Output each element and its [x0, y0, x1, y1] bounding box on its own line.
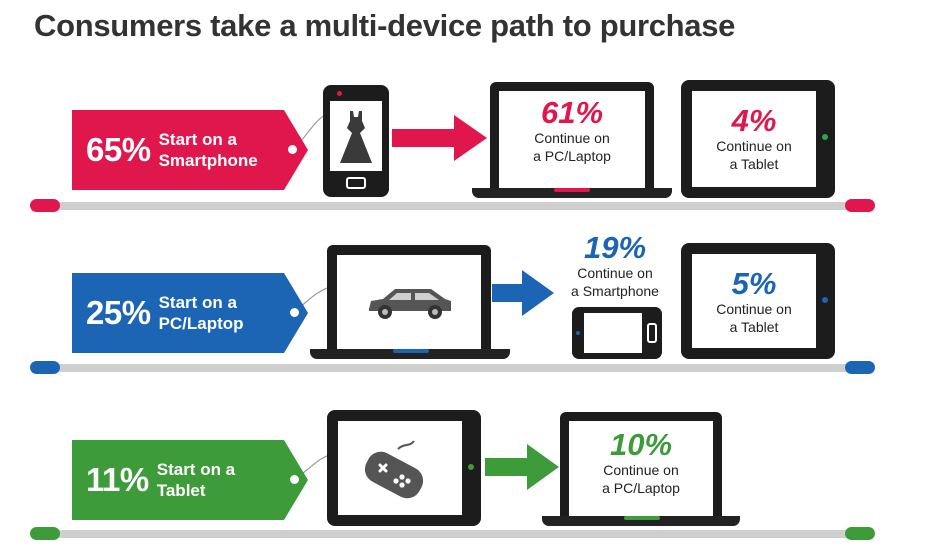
phone-led — [576, 331, 580, 335]
laptop-device: 10% Continue on a PC/Laptop — [560, 412, 722, 516]
start-tag: 11% Start on a Tablet — [72, 440, 297, 520]
rail — [38, 202, 866, 210]
car-icon — [369, 289, 451, 319]
continue-label-line1: Continue on — [716, 138, 792, 154]
rail-right-cap — [845, 199, 875, 212]
phone-led — [337, 91, 342, 96]
continue-label-line2: a PC/Laptop — [533, 148, 611, 164]
continue-percent: 4% — [731, 103, 777, 138]
laptop-accent — [624, 516, 660, 520]
smartphone-device — [572, 307, 662, 359]
continue-label-line2: a Smartphone — [571, 283, 659, 299]
continue-percent: 61% — [540, 95, 604, 130]
gamepad-icon — [364, 440, 424, 499]
tablet-screen: 5% Continue on a Tablet — [692, 254, 816, 348]
continue-percent: 5% — [731, 266, 777, 301]
tag-hole — [288, 145, 297, 154]
tablet-screen — [338, 421, 462, 515]
rail-left-cap — [30, 527, 60, 540]
start-tag-shape — [72, 273, 308, 353]
laptop-screen: 61% Continue on a PC/Laptop — [499, 91, 645, 188]
rail-left-cap — [30, 199, 60, 212]
tablet-camera — [822, 297, 828, 303]
tag-hole — [290, 475, 299, 484]
laptop-device — [327, 245, 491, 349]
continue-label-line1: Continue on — [716, 301, 792, 317]
start-label-line1: Start on a — [158, 293, 237, 312]
phone-screen — [584, 313, 642, 353]
rail-right-cap — [845, 361, 875, 374]
tablet-device — [327, 410, 481, 526]
start-tag-shape — [72, 110, 308, 190]
laptop-base — [310, 349, 510, 359]
laptop-screen — [337, 255, 481, 349]
laptop-device: 61% Continue on a PC/Laptop — [490, 82, 654, 188]
laptop-accent — [554, 188, 590, 192]
smartphone-device — [323, 85, 389, 197]
rail — [38, 364, 866, 372]
home-button — [647, 323, 657, 343]
tag-hole — [290, 308, 299, 317]
start-label-line2: PC/Laptop — [158, 314, 244, 333]
continue-text: 19% Continue on a Smartphone — [560, 232, 670, 300]
tablet-camera — [822, 134, 828, 140]
arrow-right-icon — [392, 115, 487, 161]
continue-label-line2: a Tablet — [729, 156, 779, 172]
start-tag-shape — [72, 440, 308, 520]
laptop-base — [542, 516, 740, 526]
continue-percent: 19% — [583, 230, 647, 265]
rail — [38, 530, 866, 538]
start-label-line2: Smartphone — [158, 151, 258, 170]
start-tag: 65% Start on a Smartphone — [72, 110, 297, 190]
home-button — [346, 177, 366, 189]
continue-label-line2: a PC/Laptop — [602, 480, 680, 496]
rail-left-cap — [30, 361, 60, 374]
start-label-line1: Start on a — [158, 130, 237, 149]
dress-icon — [340, 111, 372, 163]
laptop-screen: 10% Continue on a PC/Laptop — [569, 421, 713, 516]
tablet-screen: 4% Continue on a Tablet — [692, 91, 816, 187]
tablet-camera — [468, 464, 474, 470]
start-label-line1: Start on a — [156, 460, 236, 479]
tablet-device: 4% Continue on a Tablet — [681, 80, 835, 198]
continue-label-line1: Continue on — [577, 265, 653, 281]
start-percent: 65% — [86, 131, 151, 168]
start-percent: 11% — [86, 461, 149, 498]
continue-label-line1: Continue on — [603, 462, 679, 478]
continue-label-line2: a Tablet — [729, 319, 779, 335]
laptop-base — [472, 188, 672, 198]
continue-percent: 10% — [609, 427, 673, 462]
page-title: Consumers take a multi-device path to pu… — [34, 8, 736, 43]
arrow-right-icon — [492, 270, 554, 316]
tablet-device: 5% Continue on a Tablet — [681, 243, 835, 359]
rail-right-cap — [845, 527, 875, 540]
arrow-right-icon — [485, 444, 559, 490]
start-label-line2: Tablet — [156, 481, 206, 500]
continue-label-line1: Continue on — [534, 130, 610, 146]
start-percent: 25% — [86, 294, 151, 331]
start-tag: 25% Start on a PC/Laptop — [72, 273, 297, 353]
phone-screen — [330, 101, 382, 171]
laptop-accent — [393, 349, 429, 353]
